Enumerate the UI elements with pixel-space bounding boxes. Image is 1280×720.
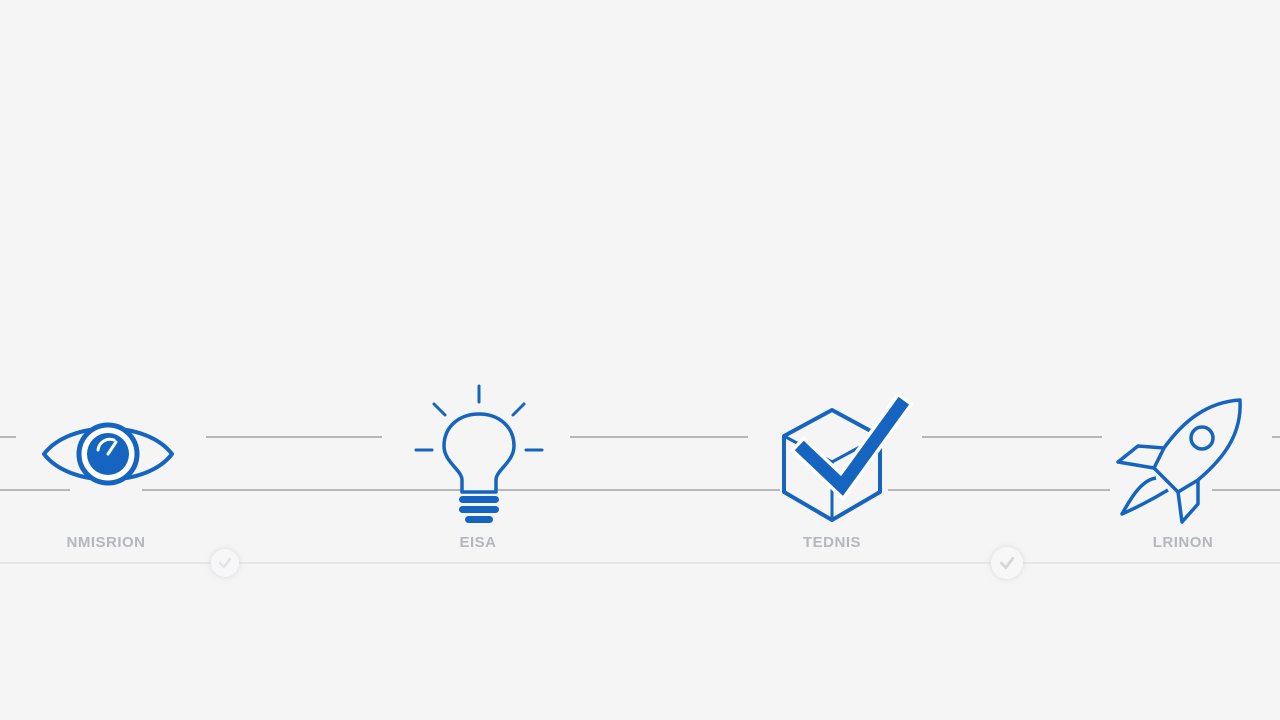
lightbulb-icon — [412, 382, 546, 528]
step-label-4: LRINON — [1152, 534, 1214, 551]
rocket-icon — [1112, 396, 1248, 526]
timeline-marker-1 — [211, 549, 239, 577]
check-icon — [218, 557, 232, 569]
timeline-lower-line — [0, 562, 1280, 564]
timeline-main-line-e — [1212, 489, 1280, 491]
timeline-main-line-b — [142, 489, 462, 491]
connector-upper-left-edge — [0, 436, 16, 438]
timeline-main-line-d — [888, 489, 1110, 491]
connector-upper-right-edge — [1272, 436, 1280, 438]
eye-icon — [40, 414, 176, 494]
check-icon — [999, 557, 1015, 569]
step-label-3: TEDNIS — [802, 534, 861, 551]
check-cube-icon — [778, 392, 914, 526]
timeline-main-line-a — [0, 489, 70, 491]
connector-upper-3 — [922, 436, 1102, 438]
timeline-main-line-c — [498, 489, 780, 491]
step-label-2: EISA — [459, 534, 497, 551]
step-label-1: NMISRION — [66, 534, 146, 551]
connector-upper-2 — [570, 436, 748, 438]
connector-upper-1 — [206, 436, 382, 438]
timeline-marker-2 — [991, 547, 1023, 579]
